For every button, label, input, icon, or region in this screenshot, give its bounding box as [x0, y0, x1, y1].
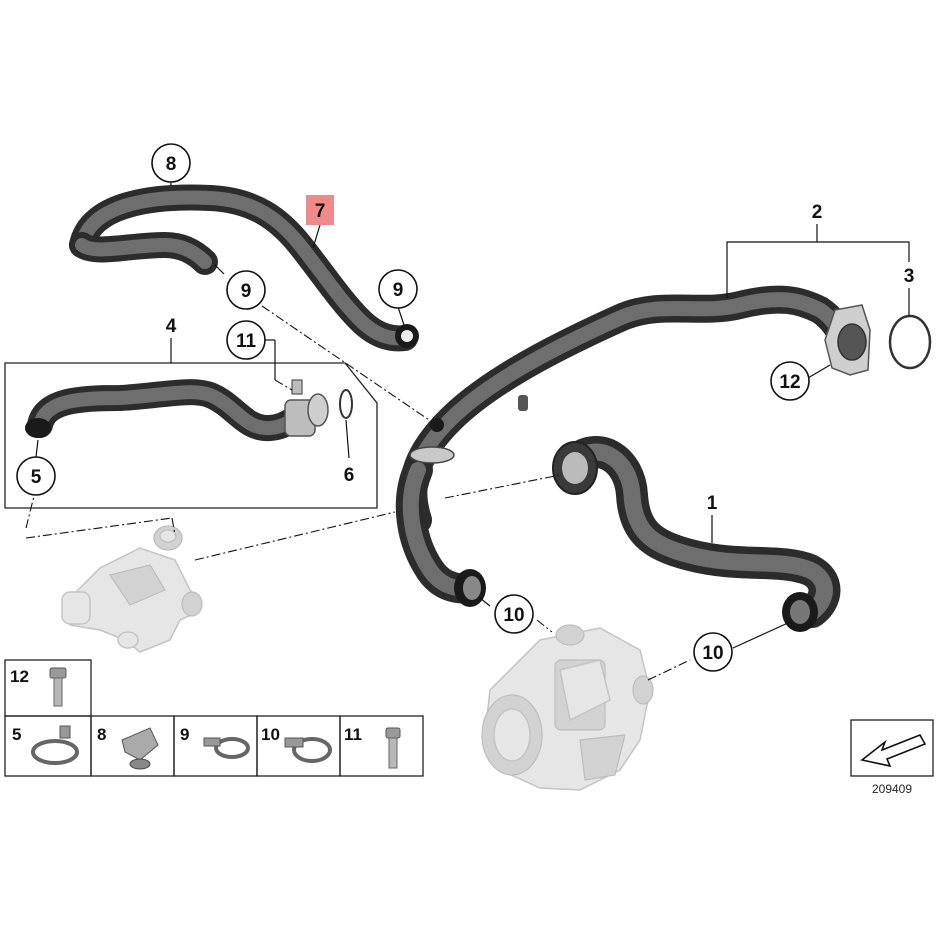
callout-12: 12	[770, 361, 810, 401]
svg-text:12: 12	[779, 372, 800, 393]
svg-text:9: 9	[241, 281, 252, 302]
hose-4	[25, 379, 353, 441]
legend-label-8: 8	[97, 725, 106, 744]
orientation-arrow-icon	[850, 719, 934, 777]
hose-1	[552, 436, 841, 632]
hose-clip-icon	[121, 727, 159, 770]
hardware-legend: 12 5 8 9 10 11	[4, 659, 424, 777]
svg-text:11: 11	[236, 331, 257, 352]
callout-5: 5	[16, 456, 56, 496]
callout-7-highlighted: 7	[306, 195, 334, 225]
callout-9-right: 9	[378, 269, 418, 309]
svg-text:10: 10	[702, 643, 723, 664]
svg-text:10: 10	[503, 605, 524, 626]
legend-label-12: 12	[10, 667, 29, 686]
leader-lines	[25, 180, 910, 681]
svg-text:7: 7	[315, 201, 326, 222]
callout-10-left: 10	[494, 594, 534, 634]
label-2: 2	[812, 202, 823, 223]
flange-bolt-icon	[49, 667, 67, 707]
hose-8	[69, 184, 419, 352]
large-band-clamp-icon	[284, 737, 332, 763]
highlight-box	[306, 195, 334, 225]
svg-text:5: 5	[31, 467, 42, 488]
label-6: 6	[344, 465, 355, 486]
screw-icon	[385, 727, 401, 769]
callout-8: 8	[151, 143, 191, 183]
legend-label-11: 11	[344, 725, 362, 744]
band-clamp-icon	[203, 737, 250, 759]
hose-2	[395, 285, 932, 607]
spring-clamp-icon	[31, 725, 79, 765]
svg-text:9: 9	[393, 280, 404, 301]
legend-label-5: 5	[12, 725, 21, 744]
label-4: 4	[166, 316, 177, 337]
water-pump-ghost	[481, 624, 654, 791]
legend-label-9: 9	[180, 725, 189, 744]
callout-11: 11	[226, 320, 266, 360]
label-3: 3	[904, 266, 915, 287]
callout-9-upper: 9	[226, 270, 266, 310]
diagram-reference-number: 209409	[872, 782, 912, 796]
group-4-box	[4, 362, 378, 509]
legend-label-10: 10	[261, 725, 280, 744]
svg-text:8: 8	[166, 154, 177, 175]
thermostat-housing-ghost	[61, 525, 203, 653]
callout-10-right: 10	[693, 632, 733, 672]
label-1: 1	[707, 493, 718, 514]
